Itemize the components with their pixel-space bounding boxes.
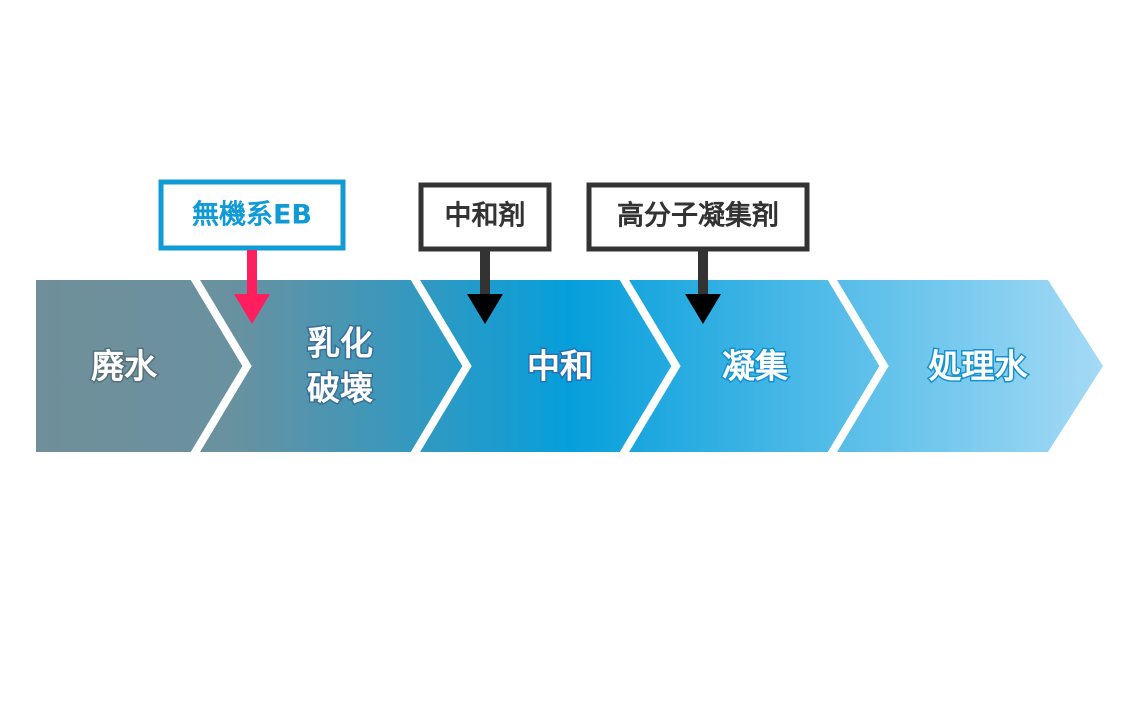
arrow-shaft [480,251,490,296]
arrow-shaft [247,250,257,296]
step-neutralization: 中和 [527,347,593,386]
step-emulsion-breaking-line2: 破壊 [307,369,373,408]
arrow-down-icon [234,294,270,324]
separator-3 [618,273,681,459]
step-waste-water: 廃水 [91,347,158,386]
arrow-down-icon [685,294,721,324]
separator-2 [409,273,472,459]
step-coagulation: 凝集 [722,347,788,386]
additive-label: 無機系EB [192,200,312,231]
step-emulsion-breaking-line1: 乳化 [307,324,373,363]
additive-box [586,182,810,252]
separator-1 [189,273,252,459]
additive-label: 中和剤 [445,200,526,232]
process-band [36,280,1103,452]
additive-inorganic-eb: 無機系EB [158,179,346,324]
additive-box [158,179,346,251]
chevron-separators [189,273,889,459]
additive-neutralizer: 中和剤 [418,182,552,324]
arrow-down-icon [467,294,503,324]
additive-box [418,182,552,252]
separator-4 [826,273,889,459]
arrow-shaft [698,251,708,296]
step-treated-water: 処理水 [929,347,1029,386]
additive-label: 高分子凝集剤 [617,200,779,232]
additive-polymer-flocculant: 高分子凝集剤 [586,182,810,324]
